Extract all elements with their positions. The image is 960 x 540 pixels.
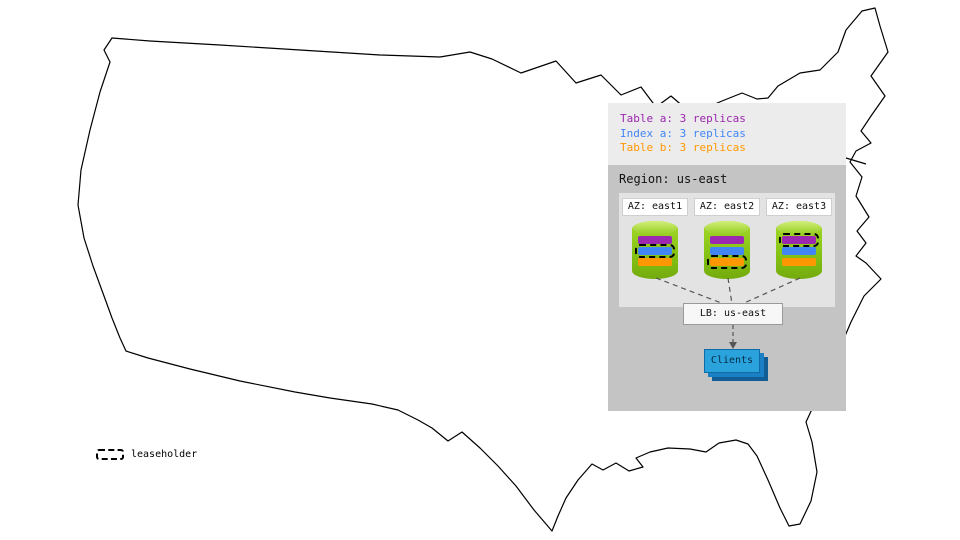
legend-item-table-b: Table b: 3 replicas [620,141,746,154]
table-b-replica-leaseholder [707,255,747,269]
az-east2-label: AZ: east2 [694,198,760,216]
long-island-path [845,157,867,165]
table-a-replica [710,236,744,244]
az-strip: AZ: east1 AZ: east2 AZ: east3 [619,193,835,307]
legend-item-table-a: Table a: 3 replicas [620,112,746,125]
az-east3-label: AZ: east3 [766,198,832,216]
clients-stack: Clients [704,349,770,383]
legend-item-index-a: Index a: 3 replicas [620,126,746,140]
table-a-replica [638,236,672,244]
az-east2: AZ: east2 [694,198,760,302]
db-cylinder-east1 [632,221,678,279]
db-cylinder-east2 [704,221,750,279]
index-a-replica [782,247,816,255]
clients-box: Clients [704,349,760,373]
db-cylinder-east3 [776,221,822,279]
index-a-replica [710,247,744,255]
us-border-path [77,7,889,532]
load-balancer-box: LB: us-east [683,303,783,325]
az-east3: AZ: east3 [766,198,832,302]
leaseholder-key-label: leaseholder [131,449,198,460]
replica-legend: Table a: 3 replicas Index a: 3 replicas … [608,103,846,165]
region-panel: Region: us-east AZ: east1 AZ: east2 [608,165,846,411]
region-title: Region: us-east [619,172,728,186]
table-b-replica [782,258,816,266]
table-a-replica-leaseholder [779,233,819,247]
az-east1-label: AZ: east1 [622,198,688,216]
index-a-replica-leaseholder [635,244,675,258]
table-b-replica [638,258,672,266]
leaseholder-swatch-icon [96,449,124,460]
az-east1: AZ: east1 [622,198,688,302]
leaseholder-key: leaseholder [96,449,197,460]
